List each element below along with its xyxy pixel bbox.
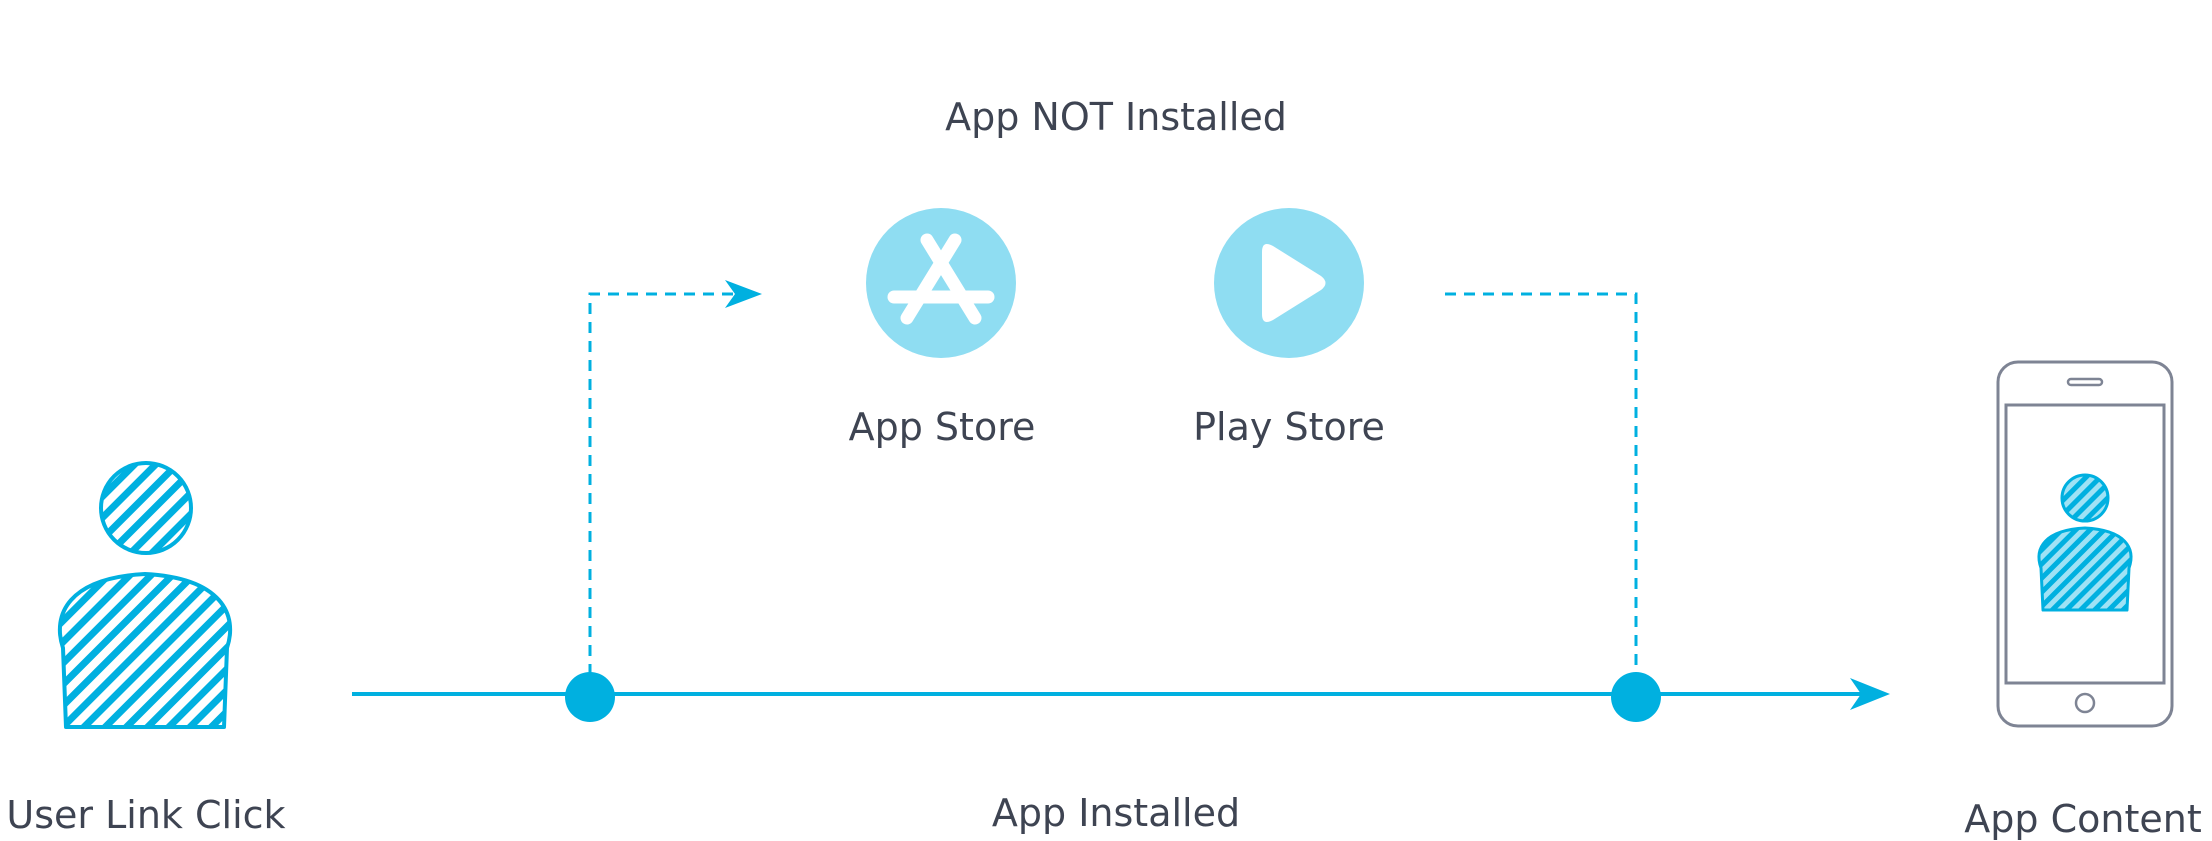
user-icon xyxy=(57,461,233,729)
play-store-icon xyxy=(1214,208,1364,358)
app-installed-label: App Installed xyxy=(991,791,1241,835)
smartphone-icon xyxy=(1996,360,2174,728)
not-installed-dashed-arrowhead xyxy=(725,280,762,308)
junction-dot-left xyxy=(565,672,615,722)
phone-user-icon xyxy=(2037,473,2133,612)
app-content-label: App Content xyxy=(1964,797,2202,841)
junction-dot-right xyxy=(1611,672,1661,722)
app-store-icon xyxy=(866,208,1016,358)
play-store-label: Play Store xyxy=(1193,405,1385,449)
app-not-installed-label: App NOT Installed xyxy=(945,95,1287,139)
installed-flow-arrowhead xyxy=(1850,678,1890,710)
user-link-click-label: User Link Click xyxy=(6,793,286,837)
app-store-label: App Store xyxy=(848,405,1036,449)
not-installed-dashed-path-right xyxy=(1445,292,1638,694)
not-installed-dashed-path-left xyxy=(588,292,740,694)
